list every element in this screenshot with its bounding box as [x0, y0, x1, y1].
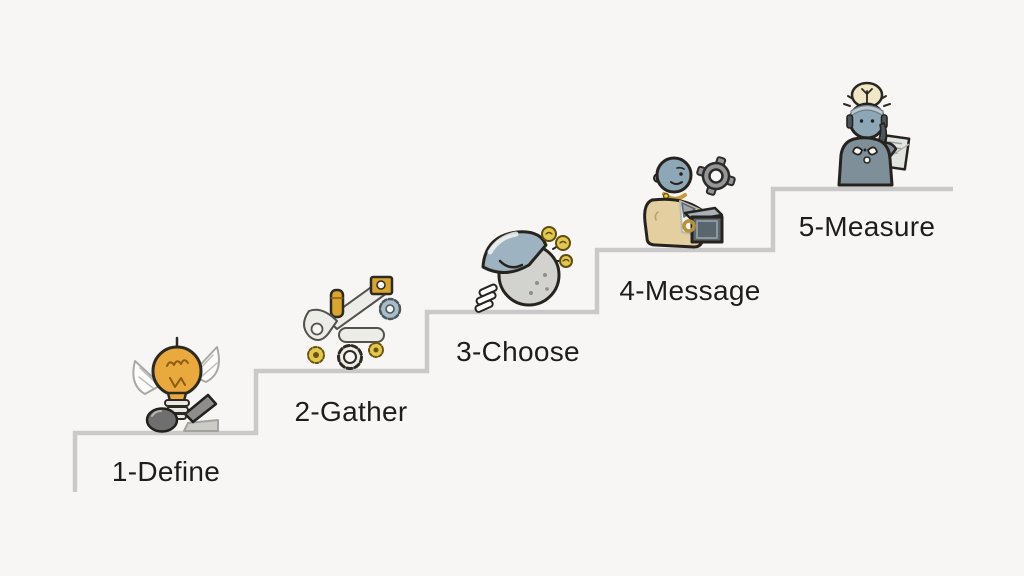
machine-gears-icon — [292, 271, 406, 371]
idea-head-icon — [464, 221, 578, 313]
staircase-polyline — [72, 186, 953, 492]
person-gear-case-icon — [636, 150, 742, 250]
winged-lightbulb-icon — [124, 333, 236, 433]
step-4-label: 4-Message — [619, 275, 761, 306]
step-3-label: 3-Choose — [456, 336, 580, 367]
step-1-label: 1-Define — [111, 456, 221, 487]
step-2-label: 2-Gather — [294, 396, 408, 427]
person-halo-document-icon — [824, 79, 920, 189]
step-5-label: 5-Measure — [798, 211, 936, 242]
